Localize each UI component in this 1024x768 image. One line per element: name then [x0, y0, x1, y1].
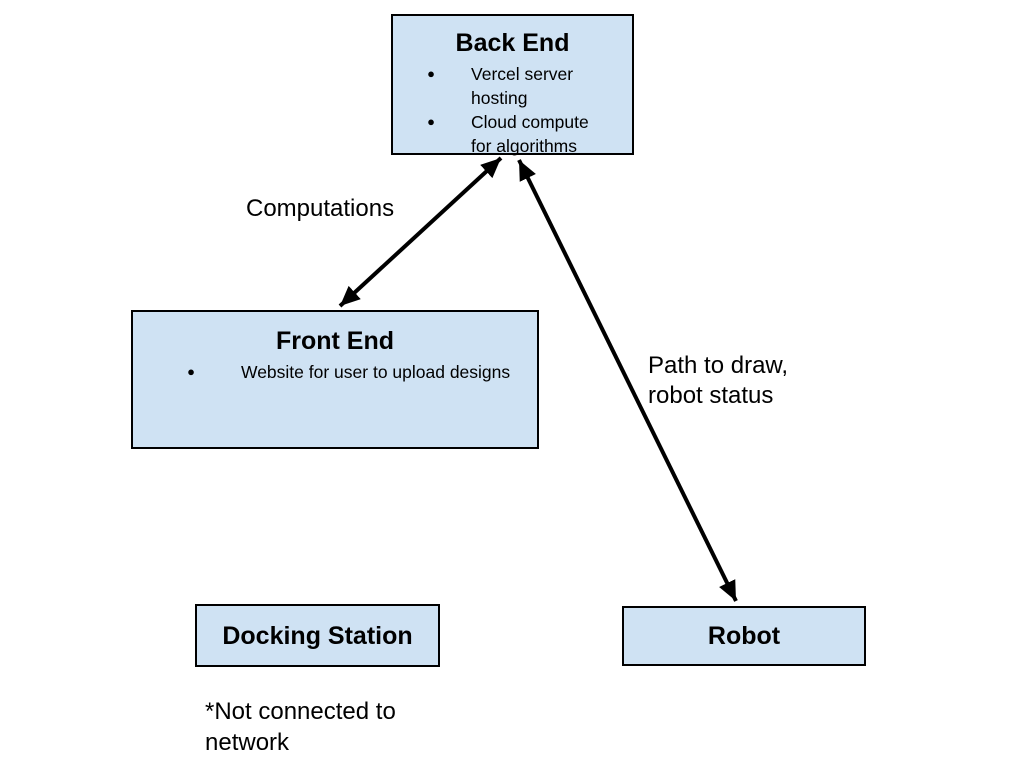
back-end-title: Back End: [455, 29, 570, 57]
bullet-icon: ●: [187, 364, 195, 379]
node-front-end: Front End ● Website for user to upload d…: [131, 310, 539, 449]
front-end-bullet-list: ● Website for user to upload designs: [133, 360, 537, 384]
front-end-title: Front End: [275, 327, 395, 355]
edge-label-computations: Computations: [246, 195, 395, 222]
back-end-bullet-list: ● Vercel server hosting ● Cloud compute …: [393, 62, 632, 158]
docking-station-title: Docking Station: [222, 621, 413, 650]
node-docking-station: Docking Station: [195, 604, 440, 667]
list-item: ● Vercel server hosting: [393, 62, 632, 110]
robot-title: Robot: [707, 622, 781, 650]
edge-label-path-to-draw: Path to draw, robot status: [648, 352, 789, 409]
list-item: ● Website for user to upload designs: [133, 360, 537, 384]
edge-backend-frontend-arrow: [338, 156, 503, 308]
bullet-text: Website for user to upload designs: [241, 362, 511, 382]
node-robot: Robot: [622, 606, 866, 666]
node-back-end: Back End ● Vercel server hosting ● Cloud…: [391, 14, 634, 158]
bullet-icon: ●: [427, 114, 435, 129]
bullet-text: Cloud compute for algorithms: [471, 112, 589, 156]
bullet-text: Vercel server hosting: [471, 64, 574, 108]
bullet-icon: ●: [427, 66, 435, 81]
footnote-not-connected: *Not connected to network: [205, 698, 396, 756]
list-item: ● Cloud compute for algorithms: [393, 110, 632, 158]
